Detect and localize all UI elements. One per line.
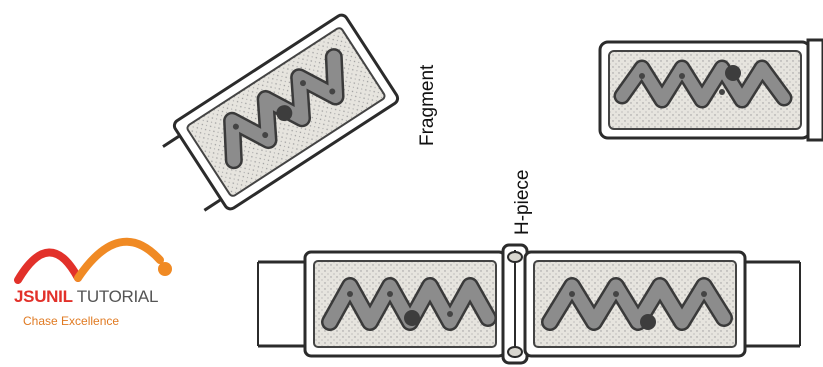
logo-brand: JSUNIL (14, 287, 73, 306)
logo-brand-rest: TUTORIAL (73, 287, 158, 306)
filament-cells (258, 245, 800, 363)
logo-tagline: Chase Excellence (23, 314, 119, 328)
label-fragment: Fragment (417, 65, 439, 146)
label-h-piece: H-piece (512, 170, 534, 235)
partial-cell-right (600, 40, 823, 140)
h-piece (503, 245, 527, 363)
logo-title: JSUNIL TUTORIAL (14, 287, 158, 307)
fragment-cell (155, 13, 400, 222)
